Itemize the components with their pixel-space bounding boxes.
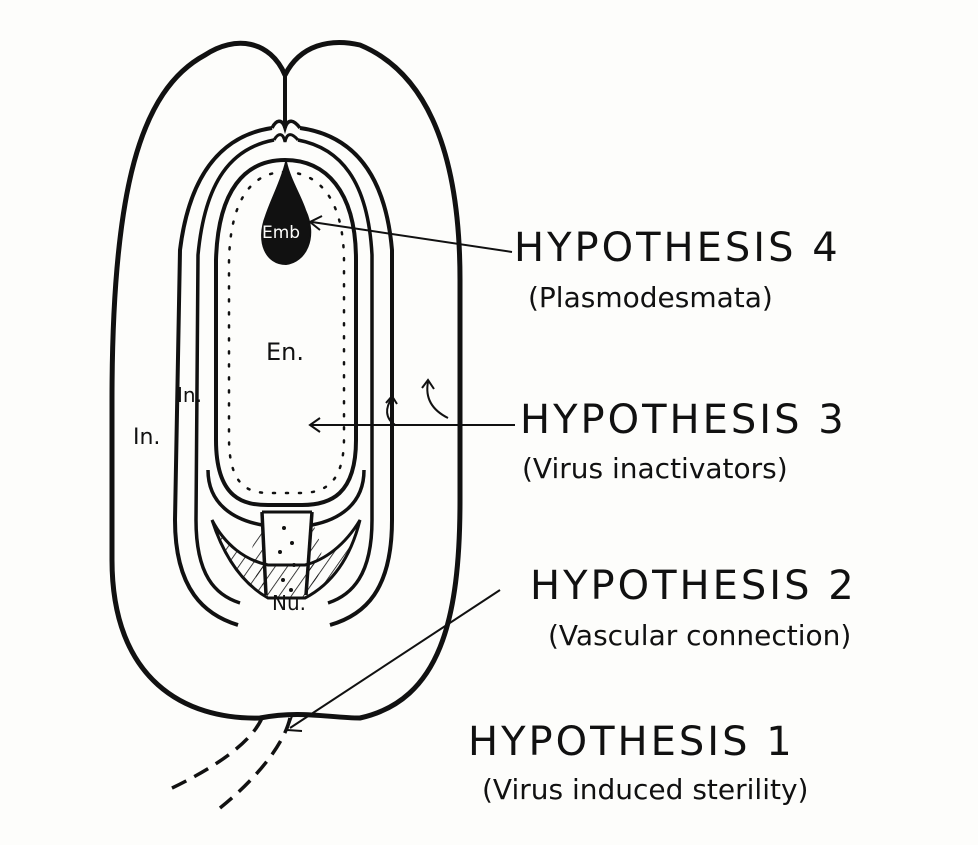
inner-integument-label: In. <box>177 383 202 407</box>
hypothesis-3-title: HYPOTHESIS 3 <box>520 400 847 440</box>
funicle-left <box>168 718 262 790</box>
endosperm-label: En. <box>266 338 304 366</box>
pointer-hypothesis-2 <box>290 590 500 728</box>
hypothesis-4-subtitle: (Plasmodesmata) <box>528 284 773 312</box>
hypothesis-2-title: HYPOTHESIS 2 <box>530 566 857 606</box>
hypothesis-3-subtitle: (Virus inactivators) <box>522 455 788 483</box>
micropyle-inner <box>274 135 298 142</box>
curved-arrow-2 <box>427 382 448 418</box>
nucellus-label: Nu. <box>272 591 306 615</box>
hypothesis-4-title: HYPOTHESIS 4 <box>514 228 841 268</box>
hypothesis-1-title: HYPOTHESIS 1 <box>468 722 795 762</box>
outer-integument-label: In. <box>133 425 160 450</box>
embryo-label: Emb <box>262 223 300 243</box>
hypothesis-1-subtitle: (Virus induced sterility) <box>482 776 808 804</box>
nucellus-hatched-region <box>212 520 360 598</box>
hypothesis-2-subtitle: (Vascular connection) <box>548 622 851 650</box>
micropyle <box>272 121 300 128</box>
